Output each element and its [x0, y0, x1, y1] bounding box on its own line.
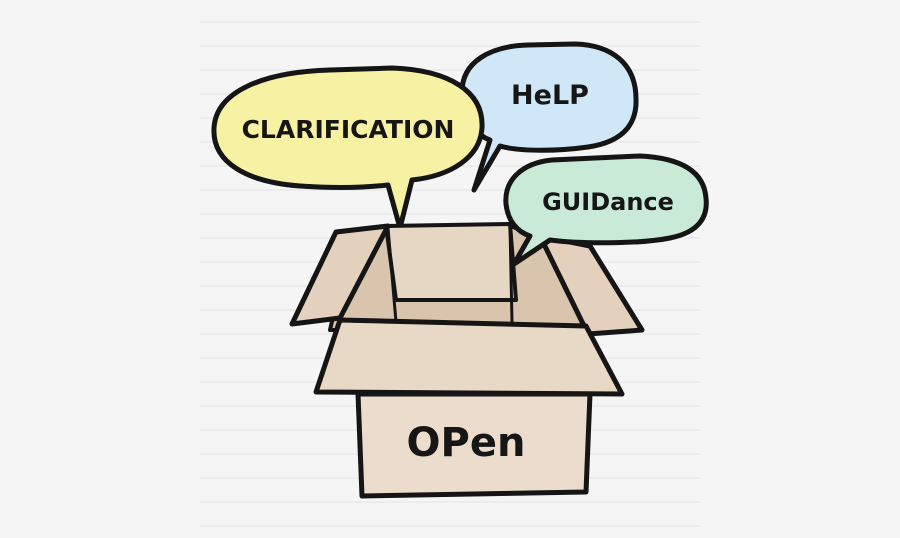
cardboard-box: OPen — [289, 222, 645, 499]
box-front-flap — [313, 317, 625, 397]
help-label: HeLP — [511, 80, 589, 111]
box-crease-right — [508, 224, 514, 324]
help-bubble: HeLP — [459, 41, 639, 193]
box-front-panel — [355, 391, 593, 499]
clarification-bubble: CLARIFICATION — [211, 65, 485, 231]
clarification-label: CLARIFICATION — [242, 115, 455, 144]
box-crease-left — [386, 226, 398, 324]
clarification-bubble-shape — [211, 65, 485, 231]
guidance-bubble-shape — [503, 153, 709, 267]
box-back-flap — [384, 222, 518, 302]
box-label: OPen — [407, 420, 526, 466]
guidance-bubble: GUIDance — [503, 153, 709, 267]
guidance-label: GUIDance — [542, 188, 674, 216]
help-bubble-shape — [459, 41, 639, 193]
